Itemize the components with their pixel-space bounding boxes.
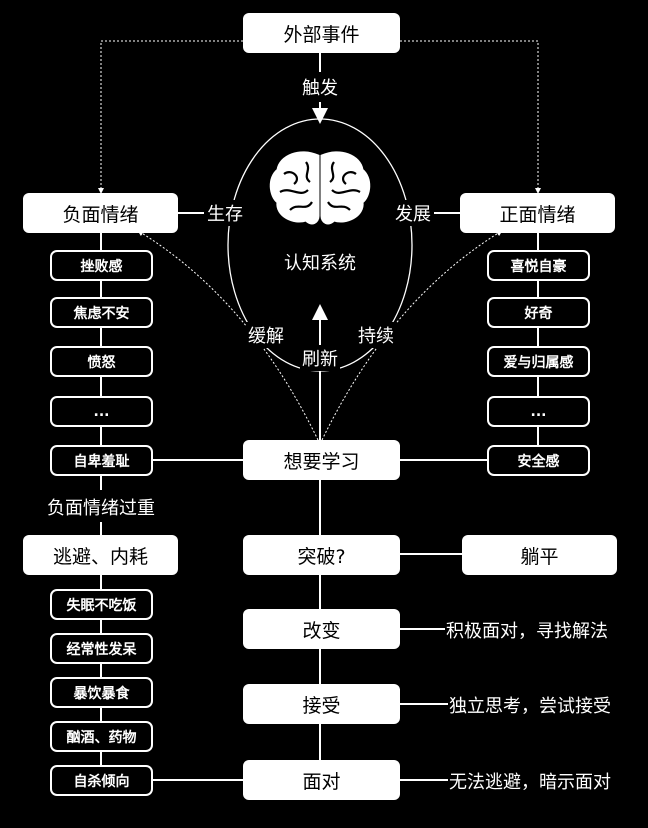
negative-item: 自卑羞耻 <box>50 445 153 476</box>
negative-item: 挫败感 <box>50 250 153 281</box>
positive-item: ... <box>487 396 590 427</box>
overload-label: 负面情绪过重 <box>45 494 157 520</box>
escape-item: 失眠不吃饭 <box>50 589 153 620</box>
want-to-learn-box: 想要学习 <box>243 440 400 480</box>
change-box: 改变 <box>243 609 400 649</box>
face-note: 无法逃避，暗示面对 <box>449 772 611 793</box>
escape-item: 自杀倾向 <box>50 765 153 796</box>
positive-emotion-box: 正面情绪 <box>460 193 615 233</box>
negative-item: 焦虑不安 <box>50 297 153 328</box>
negative-item: 愤怒 <box>50 346 153 377</box>
escape-item: 经常性发呆 <box>50 633 153 664</box>
escape-box: 逃避、内耗 <box>23 535 178 575</box>
brain-icon <box>269 151 371 225</box>
external-event-box: 外部事件 <box>243 13 400 53</box>
dotted-link-left <box>98 40 243 194</box>
lie-flat-box: 躺平 <box>462 535 617 575</box>
escape-item: 暴饮暴食 <box>50 677 153 708</box>
positive-item: 好奇 <box>487 297 590 328</box>
trigger-label: 触发 <box>300 74 340 100</box>
dotted-link-right <box>400 40 541 194</box>
sustain-label: 持续 <box>356 322 396 348</box>
survive-label: 生存 <box>205 200 245 226</box>
refresh-label: 刷新 <box>300 345 340 371</box>
develop-label: 发展 <box>393 200 433 226</box>
face-box: 面对 <box>243 760 400 800</box>
breakthrough-box: 突破? <box>243 535 400 575</box>
negative-emotion-box: 负面情绪 <box>23 193 178 233</box>
dotted-feedback-right <box>321 230 503 441</box>
relieve-label: 缓解 <box>246 322 286 348</box>
accept-box: 接受 <box>243 684 400 724</box>
positive-item: 喜悦自豪 <box>487 250 590 281</box>
negative-item: ... <box>50 396 153 427</box>
escape-item: 酗酒、药物 <box>50 721 153 752</box>
cognition-system-label: 认知系统 <box>284 253 356 274</box>
positive-item: 安全感 <box>487 445 590 476</box>
dotted-feedback-left <box>137 230 319 441</box>
positive-item: 爱与归属感 <box>487 346 590 377</box>
change-note: 积极面对，寻找解法 <box>446 621 608 642</box>
accept-note: 独立思考，尝试接受 <box>449 696 611 717</box>
